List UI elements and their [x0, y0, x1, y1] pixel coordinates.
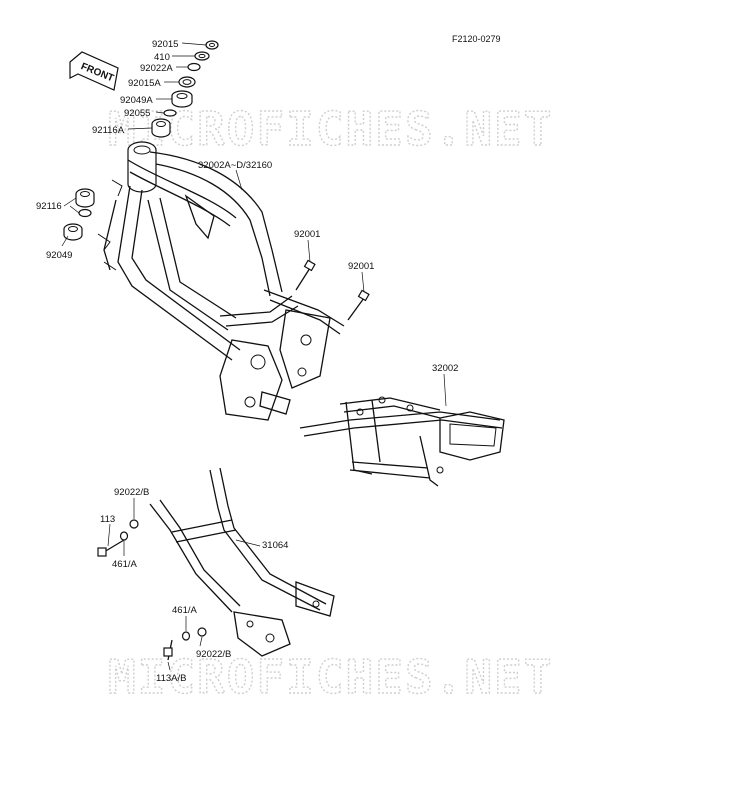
main-frame-drawing — [97, 141, 345, 421]
bolt-113-icon — [97, 539, 125, 557]
washer-92022b-top-icon — [129, 519, 139, 529]
bolt-92001-b-icon — [347, 289, 370, 321]
label-92001-b: 92001 — [348, 261, 374, 272]
label-92055: 92055 — [124, 108, 150, 119]
label-92049: 92049 — [46, 250, 72, 261]
label-461a-top: 461/A — [112, 559, 137, 570]
label-410: 410 — [154, 52, 170, 63]
label-92015a: 92015A — [128, 78, 161, 89]
label-92022b-bottom: 92022/B — [196, 649, 231, 660]
steering-hardware-stack — [63, 40, 219, 241]
watermark-top: MICROFICHES.NET — [108, 102, 553, 156]
washer-92022b-bottom-icon — [197, 627, 207, 637]
drawing-code: F2120-0279 — [452, 34, 501, 44]
label-92116: 92116 — [36, 201, 62, 212]
label-32002a-d-32160: 32002A~D/32160 — [198, 160, 272, 171]
label-92015: 92015 — [152, 39, 178, 50]
label-113: 113 — [100, 514, 115, 525]
label-92049a: 92049A — [120, 95, 153, 106]
leader-lines — [61, 42, 447, 671]
label-92116a: 92116A — [92, 125, 125, 136]
label-92022b-top: 92022/B — [114, 487, 149, 498]
subframe-32002-drawing — [299, 396, 505, 487]
label-461a-bottom: 461/A — [172, 605, 197, 616]
label-32002: 32002 — [432, 363, 458, 374]
nut-461a-top-icon — [119, 531, 129, 541]
label-113ab: 113A/B — [156, 673, 186, 684]
front-arrow-icon: FRONT — [69, 51, 119, 91]
label-92022a: 92022A — [140, 63, 173, 74]
bolt-113ab-icon — [163, 639, 173, 661]
label-31064: 31064 — [262, 540, 288, 551]
nut-461a-bottom-icon — [181, 631, 191, 641]
bolt-92001-a-icon — [295, 259, 316, 291]
watermark-bottom: MICROFICHES.NET — [108, 650, 553, 704]
label-92001-a: 92001 — [294, 229, 320, 240]
lower-frame-31064-drawing — [149, 467, 335, 657]
